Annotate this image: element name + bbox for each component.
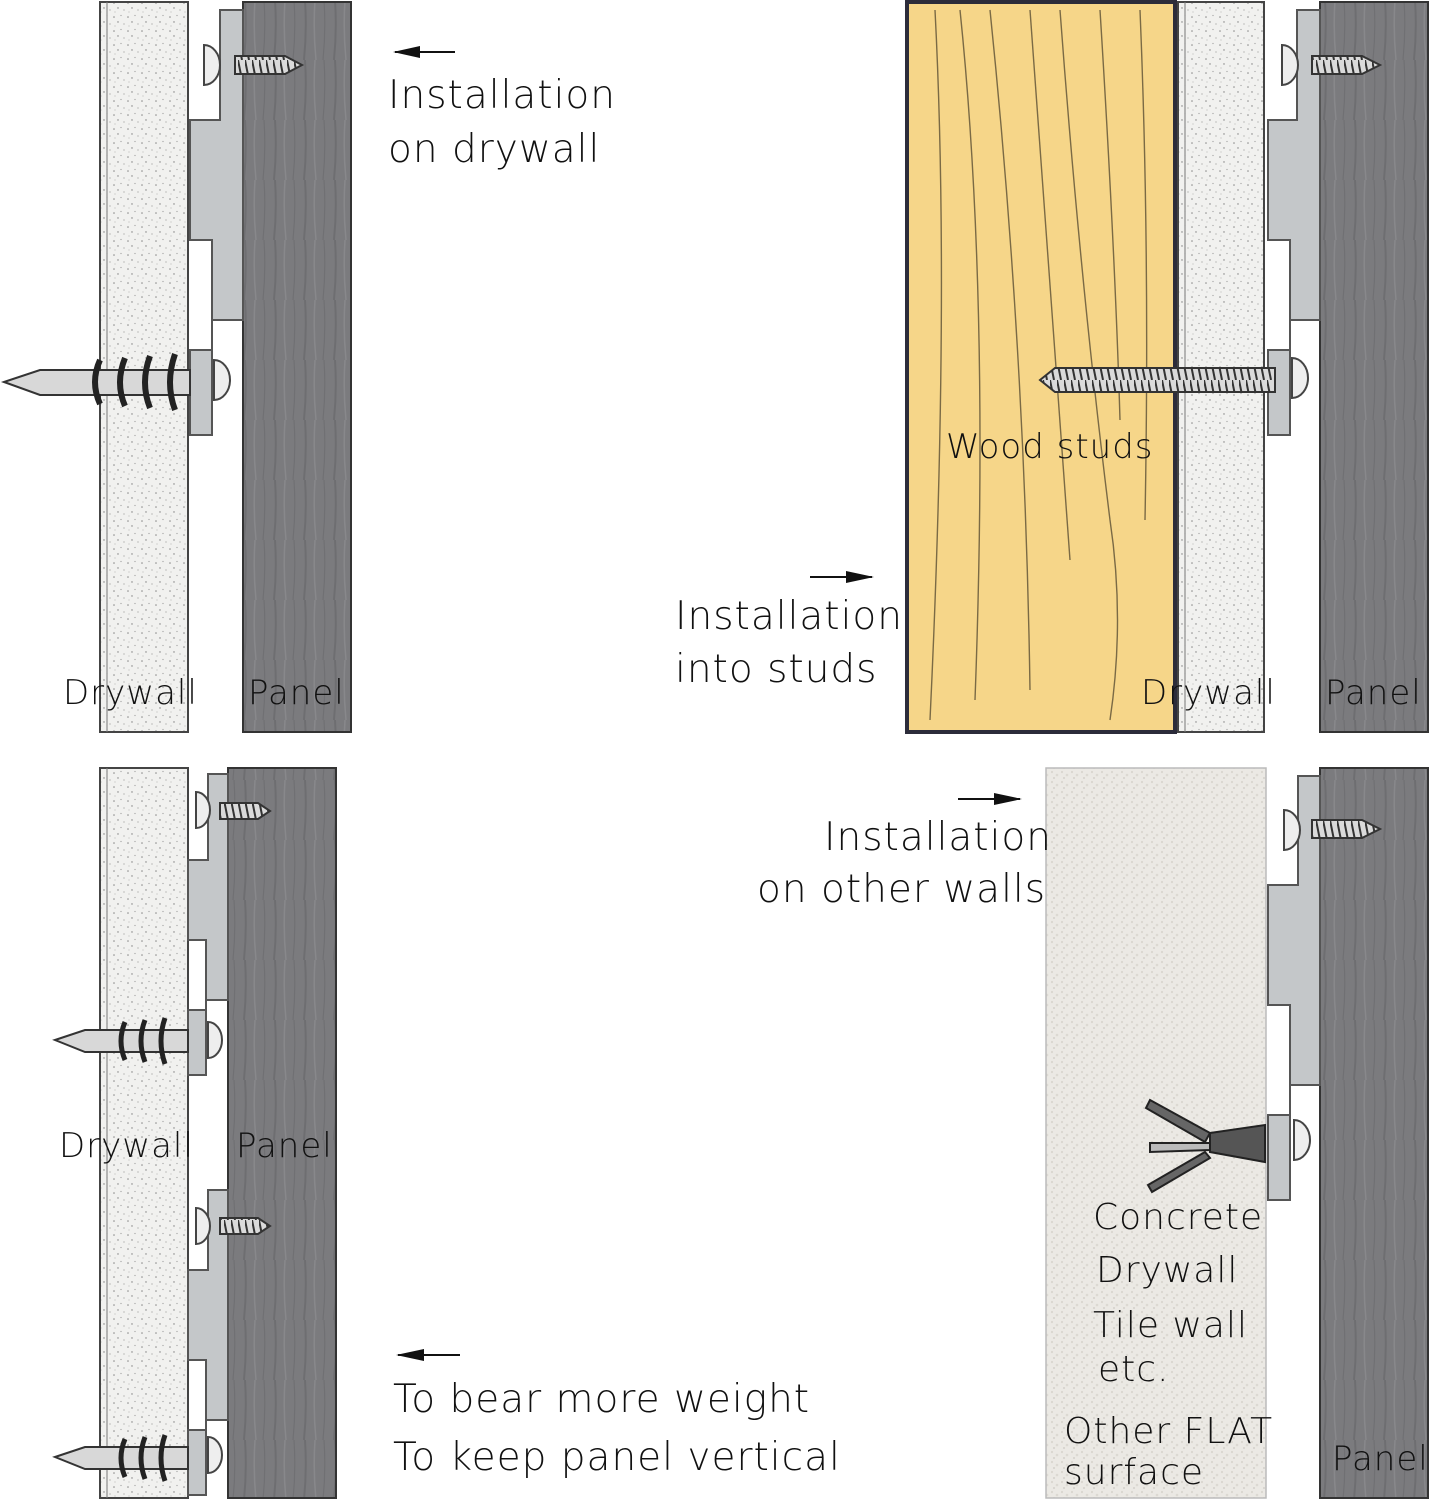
wood-screw-icon [219,1217,272,1235]
caption-weight-line1: To bear more weight [393,1377,811,1422]
arrow-head-icon [994,793,1022,805]
screw-head-icon [1291,356,1309,400]
arrow-head-icon [396,1349,424,1361]
panel-board [1319,767,1429,1499]
label-surface-drywall: Drywall [1096,1250,1239,1291]
caption-drywall-line2: on drywall [388,127,601,172]
quadrant-top-right [810,0,1429,734]
wood-grain [929,9,1148,721]
drywall-board [99,767,189,1499]
screw-head-icon [207,1020,223,1060]
wood-screw-icon [234,55,305,75]
wall-plug-anchor-icon [1144,1098,1266,1194]
label-wood-studs: Wood studs [946,427,1154,467]
wood-screw-icon [219,802,272,820]
anchor-thread-icon [92,353,178,412]
screw-head-icon [195,790,211,830]
arrow-head-icon [846,571,874,583]
anchor-thread-icon [118,1017,168,1065]
panel-board [1319,1,1429,733]
wood-screw-icon [1311,55,1383,75]
label-panel: Panel [236,1126,333,1166]
screw-head-icon [207,1435,223,1475]
wood-screw-icon [1311,819,1383,839]
long-stud-screw-icon [1038,367,1276,393]
mounting-bracket [1267,9,1321,436]
caption-studs-line1: Installation [675,594,904,639]
caption-studs-line2: into studs [675,647,878,692]
caption-other-line1: Installation [824,815,1053,860]
mounting-bracket [189,9,244,436]
label-panel: Panel [1325,673,1422,713]
quadrant-bottom-left [52,767,460,1499]
quadrant-bottom-right [958,767,1429,1499]
label-drywall: Drywall [59,1126,194,1166]
screw-head-icon [1281,43,1299,87]
label-drywall: Drywall [63,673,198,713]
label-drywall: Drywall [1141,673,1276,713]
mounting-bracket [187,1189,229,1496]
label-flat-surface-line2: surface [1064,1452,1205,1493]
panel-board [242,1,352,733]
mounting-bracket [1267,775,1321,1201]
screw-head-icon [203,43,221,87]
screw-head-icon [1293,1118,1311,1162]
caption-weight-line2: To keep panel vertical [393,1435,841,1480]
screw-head-icon [1283,808,1301,852]
label-surface-concrete: Concrete [1093,1197,1264,1238]
label-panel: Panel [1332,1439,1429,1479]
quadrant-top-left [0,1,455,733]
mounting-bracket [187,773,229,1076]
caption-drywall-line1: Installation [388,73,617,118]
panel-board [227,767,337,1499]
label-panel: Panel [248,673,345,713]
screw-head-icon [213,358,231,402]
caption-other-line2: on other walls [757,867,1047,912]
arrow-head-icon [393,46,420,58]
label-flat-surface-line1: Other FLAT [1064,1411,1274,1452]
anchor-thread-icon [118,1434,168,1482]
screw-head-icon [195,1206,211,1246]
label-surface-tile: Tile wall [1093,1305,1248,1346]
label-surface-etc: etc. [1098,1349,1170,1390]
